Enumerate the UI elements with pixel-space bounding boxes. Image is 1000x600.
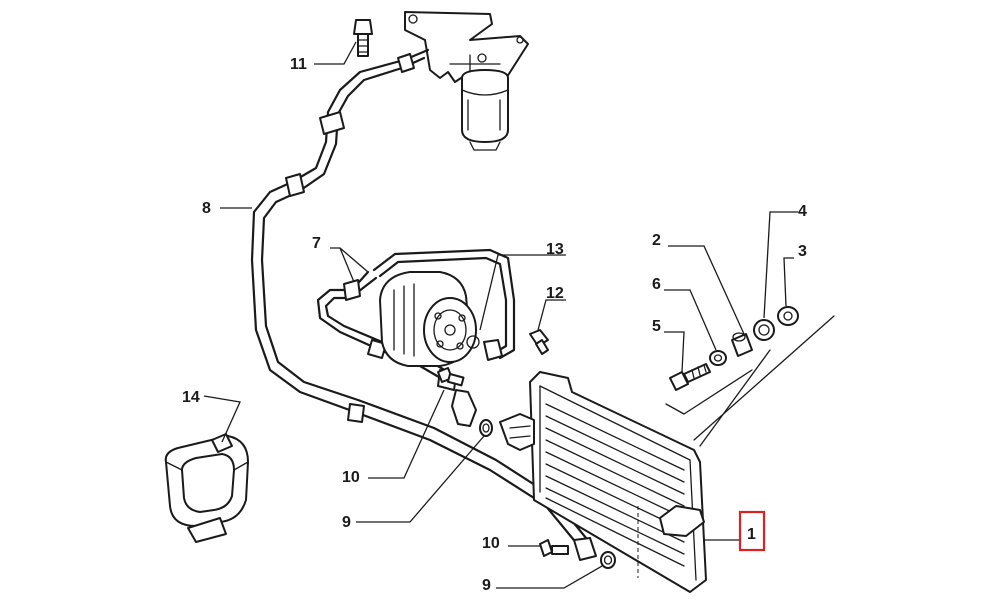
spacer-2 xyxy=(731,332,753,357)
callout-10-upper: 10 xyxy=(342,469,360,486)
bolt-11 xyxy=(353,19,373,57)
callout-13: 13 xyxy=(546,241,564,258)
callout-1-highlight xyxy=(738,510,766,552)
callout-9-upper: 9 xyxy=(342,514,351,531)
callout-9-lower: 9 xyxy=(482,577,491,594)
bolt-12 xyxy=(529,329,549,355)
bolt-10-upper xyxy=(437,367,465,387)
callout-3: 3 xyxy=(798,243,807,260)
receiver-drier xyxy=(404,11,529,151)
callout-4: 4 xyxy=(798,203,807,220)
callout-10-lower: 10 xyxy=(482,535,500,552)
o-ring-9-lower xyxy=(600,551,616,569)
callout-12: 12 xyxy=(546,285,564,302)
callout-11: 11 xyxy=(290,56,307,73)
bushing-3 xyxy=(777,306,799,326)
hose-clamp-14 xyxy=(164,433,249,543)
callouts: 11 8 7 13 12 2 4 3 6 5 14 10 9 10 9 1 xyxy=(182,56,807,594)
bolt-10-lower xyxy=(539,537,597,561)
leader-lines xyxy=(203,41,798,589)
callout-7: 7 xyxy=(312,235,321,252)
o-ring-9-upper xyxy=(479,419,493,437)
condenser xyxy=(499,371,707,593)
washer-6 xyxy=(709,350,727,366)
callout-6: 6 xyxy=(652,276,661,293)
bracket-guide-lines xyxy=(665,315,835,447)
callout-8: 8 xyxy=(202,200,211,217)
callout-1: 1 xyxy=(747,526,756,543)
compressor xyxy=(379,271,480,367)
bolt-5 xyxy=(669,363,711,391)
callout-14: 14 xyxy=(182,389,200,406)
grommet-4 xyxy=(753,319,775,341)
refrigerant-hose-8 xyxy=(250,48,588,547)
callout-2: 2 xyxy=(652,232,661,249)
callout-5: 5 xyxy=(652,318,661,335)
